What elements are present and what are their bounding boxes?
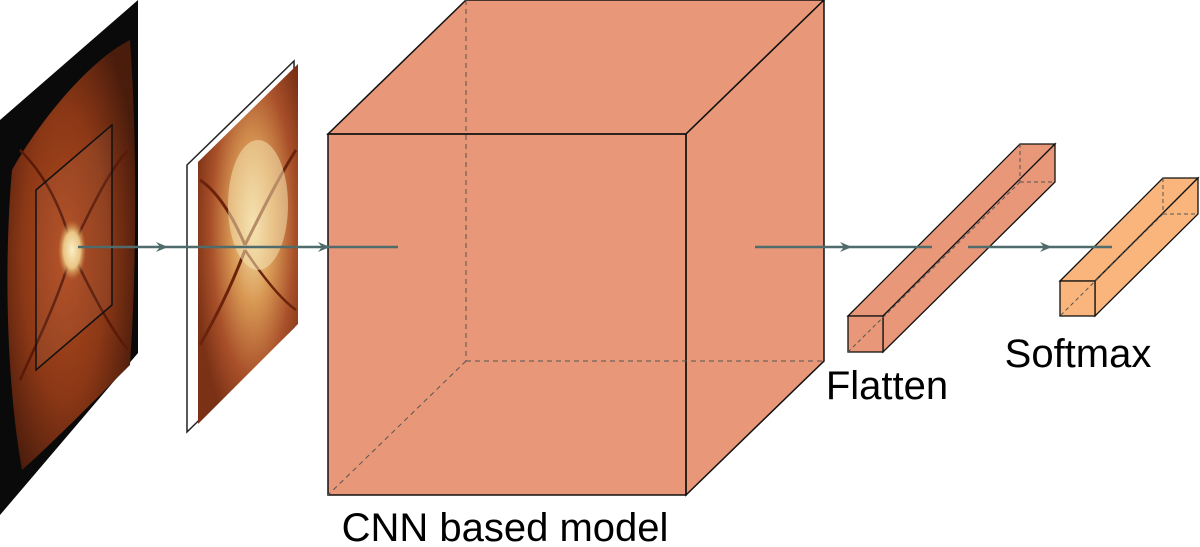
cnn-cube — [326, 0, 826, 497]
fundus-image — [0, 0, 138, 515]
softmax-label: Softmax — [1005, 332, 1152, 376]
cnn-label: CNN based model — [342, 506, 669, 547]
softmax-bar — [1058, 176, 1200, 318]
flatten-label: Flatten — [826, 364, 948, 408]
